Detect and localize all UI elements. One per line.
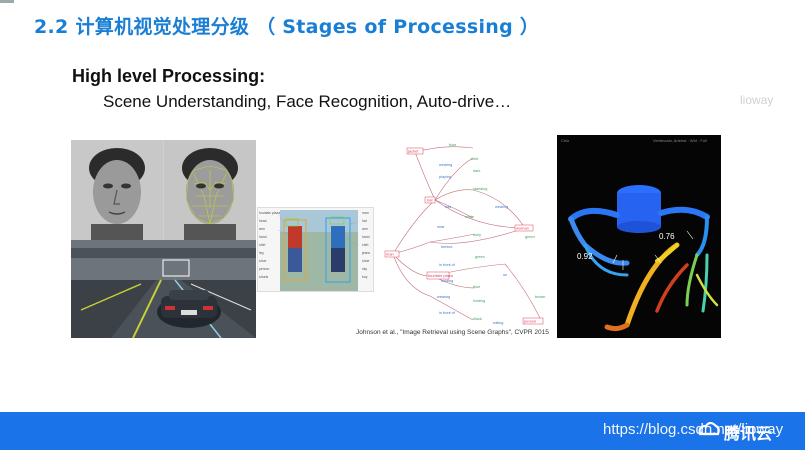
- face-recognition-image: [71, 140, 256, 240]
- svg-text:holding: holding: [473, 299, 485, 303]
- svg-text:holding: holding: [441, 279, 453, 283]
- svg-text:hat: hat: [362, 219, 367, 223]
- section-heading: High level Processing:: [72, 66, 266, 86]
- svg-text:standing: standing: [473, 187, 487, 191]
- svg-text:person: person: [259, 267, 269, 271]
- svg-text:hand: hand: [362, 235, 370, 239]
- vessel-value-top: 0.76: [659, 232, 675, 241]
- svg-text:wearing: wearing: [439, 163, 452, 167]
- svg-text:has: has: [445, 205, 451, 209]
- svg-text:white: white: [465, 215, 474, 219]
- svg-text:man: man: [362, 211, 369, 215]
- svg-text:sky: sky: [362, 267, 367, 271]
- svg-text:blue: blue: [449, 143, 456, 147]
- svg-text:woman: woman: [516, 226, 529, 231]
- svg-text:shorts: shorts: [259, 275, 269, 279]
- slide-title: 2.2 计算机视觉处理分级 （ Stages of Processing ）: [34, 16, 540, 38]
- vessel-value-left: 0.92: [577, 252, 593, 261]
- svg-text:arm: arm: [362, 227, 368, 231]
- svg-text:blue: blue: [473, 285, 480, 289]
- footer-bar: [0, 412, 805, 450]
- svg-text:hand: hand: [259, 235, 267, 239]
- watermark-text: lioway: [740, 93, 774, 107]
- vessel-render-image: Chio Ventricular, Arterial · Wid · Full …: [557, 135, 721, 338]
- svg-text:leg: leg: [259, 251, 264, 255]
- svg-text:shirt: shirt: [259, 243, 265, 247]
- section-subheading: Scene Understanding, Face Recognition, A…: [103, 92, 512, 111]
- svg-text:boy: boy: [362, 275, 368, 279]
- svg-text:jeans: jeans: [361, 251, 370, 255]
- svg-text:hat: hat: [427, 198, 433, 203]
- svg-text:on: on: [503, 273, 507, 277]
- svg-text:in front of: in front of: [439, 263, 456, 267]
- svg-text:person: person: [524, 319, 536, 324]
- top-corner-mark: [0, 0, 14, 3]
- footer-brand: 腾讯云: [724, 424, 773, 443]
- graph-caption: Johnson et al., "Image Retrieval using S…: [356, 329, 549, 336]
- svg-text:shoe: shoe: [259, 259, 266, 263]
- svg-text:green: green: [475, 255, 485, 259]
- svg-text:fountain plaza: fountain plaza: [259, 211, 280, 215]
- svg-text:black: black: [473, 317, 482, 321]
- svg-text:green: green: [525, 235, 535, 239]
- svg-text:jacket: jacket: [407, 149, 419, 154]
- cloud-logo-icon: [698, 421, 720, 436]
- face-photo-plain: [71, 140, 163, 240]
- svg-text:shoe: shoe: [362, 259, 369, 263]
- svg-text:behind: behind: [441, 245, 452, 249]
- svg-text:fountain plaza: fountain plaza: [428, 273, 454, 278]
- svg-text:arm: arm: [259, 227, 265, 231]
- svg-text:wearing: wearing: [437, 295, 450, 299]
- svg-text:brown: brown: [535, 295, 545, 299]
- svg-text:head: head: [259, 219, 267, 223]
- svg-text:curly: curly: [473, 233, 481, 237]
- svg-text:near: near: [437, 225, 445, 229]
- svg-text:playing: playing: [439, 175, 451, 179]
- scene-graph-diagram: hat jacket man woman fountain plaza pers…: [375, 138, 555, 330]
- svg-text:in front of: in front of: [439, 311, 456, 315]
- face-photo-landmarks: [164, 140, 256, 240]
- svg-text:eating: eating: [493, 321, 503, 325]
- svg-text:dark: dark: [473, 169, 480, 173]
- object-detection-image: fountain plaza head arm hand shirt leg shoe p…: [257, 207, 374, 292]
- footer-url: https://blog.csdn.net/lioway: [603, 421, 784, 438]
- auto-drive-image: [71, 240, 256, 338]
- svg-text:shirt: shirt: [362, 243, 368, 247]
- svg-text:shirt: shirt: [471, 157, 479, 161]
- svg-text:man: man: [386, 252, 394, 257]
- svg-text:wearing: wearing: [495, 205, 508, 209]
